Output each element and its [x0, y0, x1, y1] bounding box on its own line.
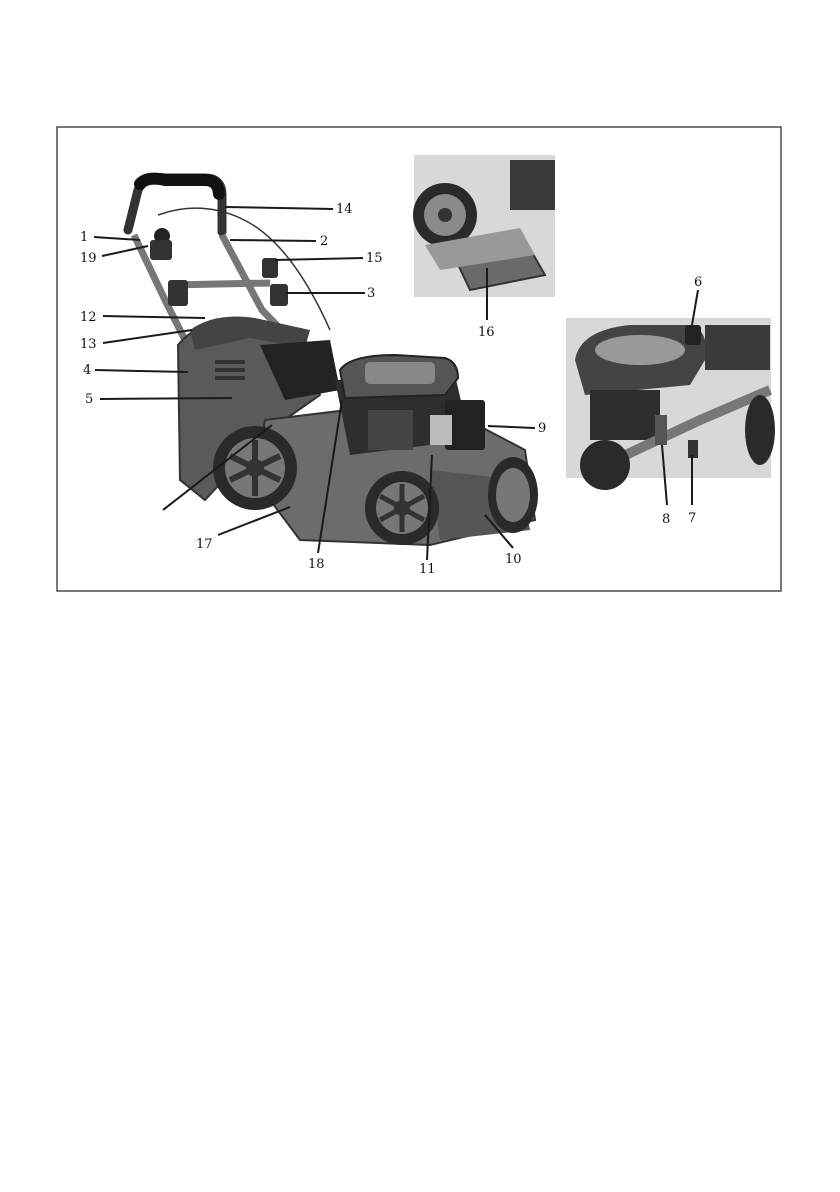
callout-7: 7 [688, 511, 696, 526]
callout-19: 19 [80, 251, 97, 266]
inset-left-wheel [580, 440, 630, 490]
callout-8: 8 [662, 512, 670, 527]
right-lower-clamp [270, 284, 288, 306]
callout-9: 9 [538, 421, 546, 436]
engine-cover-grille [365, 362, 435, 384]
engine-fins [368, 410, 413, 450]
inset-engine-block [590, 390, 660, 440]
left-switch-box [150, 240, 172, 260]
callout-17: 17 [196, 537, 213, 552]
callout-2: 2 [320, 234, 328, 249]
callout-12: 12 [80, 310, 97, 325]
callout-5: 5 [85, 392, 93, 407]
callout-3: 3 [367, 286, 375, 301]
callout-13: 13 [80, 337, 97, 352]
inset-photo-engine [566, 318, 775, 490]
callout-15: 15 [366, 251, 383, 266]
inset-photo-discharge [413, 155, 555, 297]
callout-10: 10 [505, 552, 522, 567]
engine-shroud-light [430, 415, 452, 445]
inset-right-panel [705, 325, 770, 370]
oil-cap [685, 325, 701, 345]
bag-vent-pattern [215, 360, 245, 380]
throttle-lever [655, 415, 667, 445]
callout-18: 18 [308, 557, 325, 572]
callout-16: 16 [478, 325, 495, 340]
callout-4: 4 [83, 363, 91, 378]
left-handle-clamp [168, 280, 188, 306]
inset-right-wheel [745, 395, 775, 465]
front-right-wheel [488, 457, 538, 533]
callout-1: 1 [80, 230, 88, 245]
inset-engine-part [510, 160, 555, 210]
inset-engine-grille [595, 335, 685, 365]
callout-14: 14 [336, 202, 353, 217]
right-handle-clamp [262, 258, 278, 278]
callout-11: 11 [419, 562, 436, 577]
callout-6: 6 [694, 275, 702, 290]
